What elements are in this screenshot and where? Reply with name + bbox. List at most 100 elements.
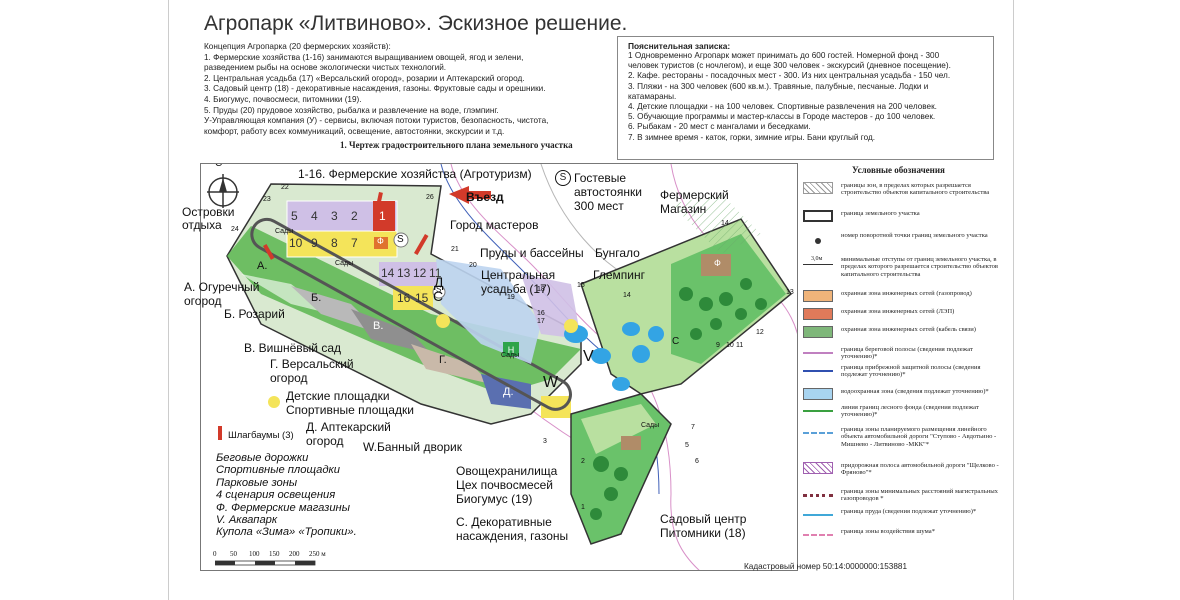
point-number: 21	[451, 246, 459, 253]
feature-item: Купола «Зима» «Тропики».	[216, 526, 357, 539]
zone-letter: Г.	[439, 354, 447, 366]
legend-text: минимальные отступы от границ земельного…	[841, 256, 998, 278]
legend-swatch	[803, 494, 833, 497]
kids-ground-icon	[268, 396, 280, 408]
point-number: 1	[581, 504, 585, 511]
hotel-h	[503, 342, 519, 356]
plot-number: 1	[379, 209, 386, 223]
central-estate	[436, 259, 541, 364]
point-number: 16	[537, 310, 545, 317]
label-bath: W.Банный дворик	[363, 440, 463, 454]
concept-text: Концепция Агропарка (20 фермерских хозяй…	[204, 42, 548, 137]
zone-letter: V	[583, 348, 594, 365]
feature-item: Ф. Фермерские магазины	[216, 501, 350, 514]
note-line: 4. Детские площадки - на 100 человек. Сп…	[628, 102, 937, 112]
legend-text: линия границ лесного фонда (сведения под…	[841, 404, 979, 419]
parking-marker	[432, 285, 446, 299]
note-line: 5. Обучающие программы и мастер-классы в…	[628, 112, 936, 122]
point-number: 24	[231, 226, 239, 233]
scale-tick: 200	[289, 550, 300, 558]
map-small-label: Сады	[335, 260, 354, 267]
plot-number: 14	[381, 266, 395, 280]
plot-number: 9	[311, 236, 318, 250]
label-ponds: Пруды и бассейны	[480, 246, 584, 260]
point-number: 20	[469, 262, 477, 269]
label-glamping: Глемпинг	[593, 268, 645, 282]
site-plan-map[interactable]: H С 5 4 3 2 1 10 9	[200, 163, 798, 571]
zone-letter: Д.	[503, 386, 514, 398]
pond	[591, 348, 611, 364]
label-sport: Спортивные площадки	[286, 403, 414, 417]
label-farms: 1-16. Фермерские хозяйства (Агротуризм)	[298, 167, 532, 181]
zone-letter: Ф	[714, 258, 721, 268]
point-number: 18	[537, 286, 545, 293]
zone-v	[351, 309, 431, 354]
point-number: 5	[685, 442, 689, 449]
plot-number: 5	[291, 209, 298, 223]
pond	[622, 322, 640, 336]
point-number: 17	[537, 318, 545, 325]
legend-swatch	[803, 410, 833, 412]
barrier	[263, 244, 275, 260]
legend-swatch	[803, 388, 833, 400]
plot-number: 3	[331, 209, 338, 223]
north-compass-icon	[207, 174, 239, 208]
sport-ground	[541, 396, 571, 418]
concept-line: 1. Фермерские хозяйства (1-16) занимаютс…	[204, 52, 524, 62]
feature-item: V. Аквапарк	[216, 514, 278, 527]
label-rosarium: Б. Розарий	[224, 307, 285, 321]
legend-swatch	[803, 432, 833, 434]
legend-text: охранная зона инженерных сетей (кабель с…	[841, 326, 976, 333]
zone-letter: Ф	[377, 236, 384, 246]
label-cucumber: А. Огуречный огород	[184, 280, 260, 308]
point-number: 14	[623, 292, 631, 299]
point-number: 10	[726, 342, 734, 349]
plot-number: 15	[415, 291, 429, 305]
note-line: человек туристов (с ночлегом), и еще 300…	[628, 61, 951, 71]
plot-number: 13	[397, 266, 411, 280]
note-line: 2. Кафе. рестораны - посадочных мест - 3…	[628, 71, 951, 81]
barrier-icon	[218, 426, 222, 440]
zone-letter: С	[433, 288, 444, 304]
point-number: 12	[756, 329, 764, 336]
pond	[612, 377, 630, 391]
label-islands: Островки отдыха	[182, 205, 235, 232]
zone-a	[241, 274, 331, 314]
concept-line: 3. Садовый центр (18) - декоративные нас…	[204, 84, 546, 94]
trees-east	[679, 278, 767, 340]
label-entry: Въезд	[466, 190, 504, 204]
point-number: 14	[721, 220, 729, 227]
features-list: Беговые дорожки Спортивные площадки Парк…	[216, 452, 357, 539]
concept-line: 4. Биогумус, почвосмеси, питомники (19).	[204, 94, 362, 104]
label-storage: Овощехранилища Цех почвосмесей Биогумус …	[456, 464, 558, 506]
legend-text: граница земельного участка	[841, 210, 920, 217]
hatched-zone	[671, 194, 761, 254]
zone-letter: Д	[434, 274, 444, 290]
scale-tick: 0	[213, 550, 217, 558]
concept-line: Концепция Агропарка (20 фермерских хозяй…	[204, 42, 391, 51]
plot-number: 2	[351, 209, 358, 223]
concept-line: разведением рыбы на основе экологически …	[204, 63, 447, 73]
label-cherry: В. Вишнёвый сад	[244, 341, 342, 355]
concept-line: 2. Центральная усадьба (17) «Версальский…	[204, 73, 525, 83]
point-number: 9	[716, 342, 720, 349]
legend-text: охранная зона инженерных сетей (ЛЭП)	[841, 308, 955, 315]
point-number: 26	[426, 194, 434, 201]
race-track	[250, 217, 572, 411]
label-bungalo: Бунгало	[595, 246, 640, 260]
pond	[648, 326, 664, 342]
label-central: Центральная усадьба (17)	[481, 268, 556, 296]
zone-d	[481, 374, 531, 409]
scale-bar: 0 50 100 150 200 250 м	[213, 550, 326, 572]
point-number: 13	[786, 289, 794, 296]
parking-icon: S	[555, 170, 571, 186]
feature-item: Спортивные площадки	[216, 464, 341, 477]
map-small-label: Сады	[501, 352, 520, 359]
scale-tick: 100	[249, 550, 260, 558]
note-line: 7. В зимнее время - каток, горки, зимние…	[628, 132, 875, 142]
feature-item: Парковые зоны	[216, 476, 298, 489]
note-line: катамараны.	[628, 91, 677, 101]
zone-letter: Б.	[311, 292, 322, 304]
pond	[632, 345, 650, 363]
legend-text: граница зоны планируемого размещения лин…	[841, 426, 997, 448]
